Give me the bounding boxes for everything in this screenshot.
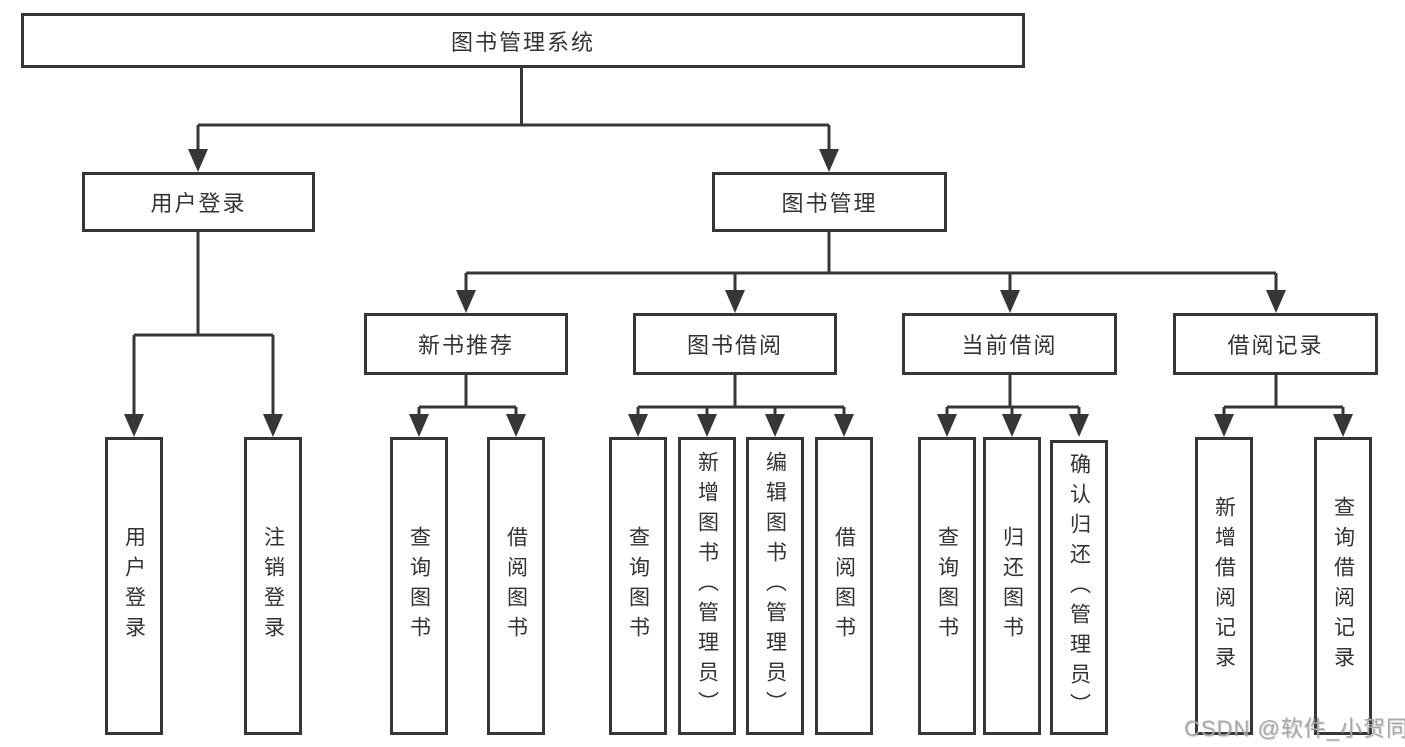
arrowheads (124, 149, 1353, 437)
node-borrow-records: 借阅记录 (1173, 313, 1378, 375)
leaf-return-book: 归还图书 (983, 437, 1041, 735)
node-book-borrow: 图书借阅 (633, 313, 837, 375)
leaf-query-book-borrow: 查询图书 (609, 437, 667, 735)
node-book-management: 图书管理 (712, 172, 947, 232)
node-user-login: 用户登录 (82, 172, 315, 232)
csdn-watermark: CSDN @软件_小贺同学 (1184, 716, 1405, 741)
leaf-query-borrow-record: 查询借阅记录 (1314, 437, 1372, 735)
leaf-add-borrow-record: 新增借阅记录 (1195, 437, 1253, 735)
leaf-borrow-book-recommend: 借阅图书 (487, 437, 545, 735)
node-new-book-recommend: 新书推荐 (364, 313, 568, 375)
node-root-library-system: 图书管理系统 (21, 13, 1025, 68)
leaf-borrow-book: 借阅图书 (815, 437, 873, 735)
leaf-query-book-current: 查询图书 (918, 437, 976, 735)
leaf-confirm-return-admin: 确认归还（管理员） (1050, 440, 1108, 735)
leaf-query-book-recommend: 查询图书 (390, 437, 448, 735)
tree-edges (132, 66, 1345, 417)
leaf-edit-book-admin: 编辑图书（管理员） (746, 437, 804, 735)
node-current-borrow: 当前借阅 (902, 313, 1117, 375)
leaf-user-login: 用户登录 (105, 437, 163, 735)
leaf-add-book-admin: 新增图书（管理员） (678, 437, 736, 735)
leaf-logout: 注销登录 (244, 437, 302, 735)
